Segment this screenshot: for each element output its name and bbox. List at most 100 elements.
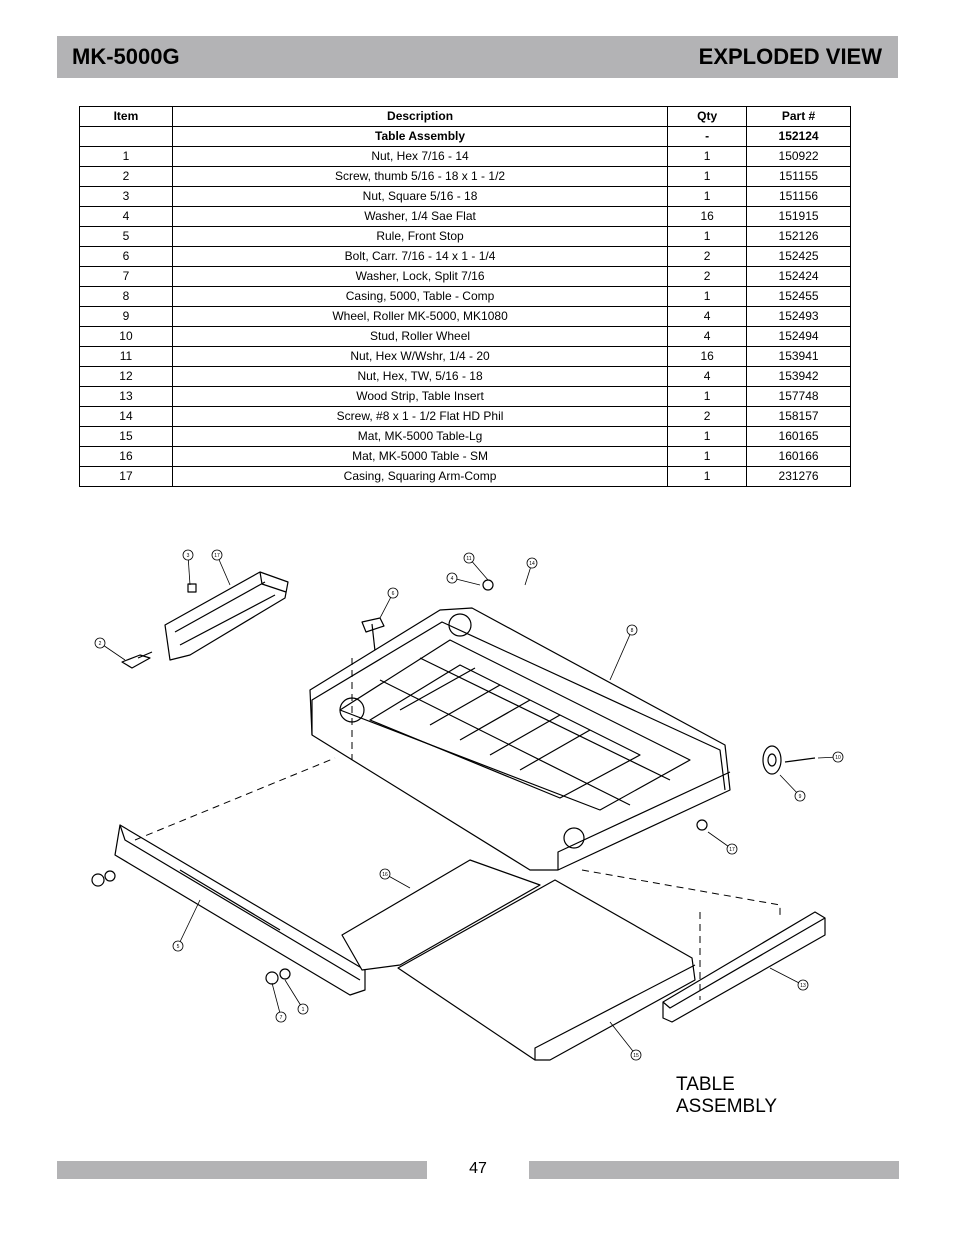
callout-leader (271, 982, 282, 1018)
description-cell: Wood Strip, Table Insert (171, 386, 669, 407)
section-title: EXPLODED VIEW (698, 44, 882, 69)
model-title: MK-5000G (72, 44, 180, 69)
part-number-cell: 151156 (746, 186, 851, 207)
callout-number: 15 (633, 1053, 639, 1059)
item-cell: 11 (79, 346, 173, 367)
callout-leader (769, 967, 804, 986)
table-row: Table Assembly-152124 (79, 126, 851, 147)
item-cell: 10 (79, 326, 173, 347)
qty-cell: 1 (667, 386, 748, 407)
part-number-cell: 231276 (746, 466, 851, 487)
callout-number: 6 (392, 591, 395, 597)
callout-number: 14 (529, 561, 535, 567)
part-number-cell: 152455 (746, 286, 851, 307)
item-cell: 13 (79, 386, 173, 407)
description-cell: Bolt, Carr. 7/16 - 14 x 1 - 1/4 (171, 246, 669, 267)
callout-number: 1 (302, 1007, 305, 1013)
table-header-row: Item Description Qty Part # (79, 106, 851, 127)
callout-balloon (526, 557, 538, 569)
part-number-cell: 153942 (746, 366, 851, 387)
qty-cell: 16 (667, 346, 748, 367)
table-mat-large (397, 879, 696, 1061)
description-cell: Nut, Square 5/16 - 18 (171, 186, 669, 207)
description-cell: Stud, Roller Wheel (171, 326, 669, 347)
description-cell: Washer, 1/4 Sae Flat (171, 206, 669, 227)
qty-cell: 2 (667, 406, 748, 427)
part-number-cell: 152126 (746, 226, 851, 247)
description-cell: Screw, #8 x 1 - 1/2 Flat HD Phil (171, 406, 669, 427)
footer-bar-left (57, 1161, 427, 1179)
qty-cell: 4 (667, 306, 748, 327)
part-number-cell: 152493 (746, 306, 851, 327)
callout-number: 13 (800, 983, 806, 989)
part-number-cell: 158157 (746, 406, 851, 427)
column-header-item: Item (79, 106, 173, 127)
part-number-cell: 157748 (746, 386, 851, 407)
callout-leader (609, 1021, 637, 1056)
part-number-cell: 152494 (746, 326, 851, 347)
callout-number: 17 (729, 847, 735, 853)
callout-balloon (630, 1049, 642, 1061)
description-cell: Nut, Hex, TW, 5/16 - 18 (171, 366, 669, 387)
callout-number: 8 (631, 628, 634, 634)
part-number-cell: 151155 (746, 166, 851, 187)
item-cell: 8 (79, 286, 173, 307)
qty-cell: 4 (667, 326, 748, 347)
qty-cell: 2 (667, 246, 748, 267)
wood-strip (662, 911, 826, 1023)
callout-balloon (94, 637, 106, 649)
item-cell: 16 (79, 446, 173, 467)
item-cell: 17 (79, 466, 173, 487)
item-cell: 9 (79, 306, 173, 327)
item-cell: 15 (79, 426, 173, 447)
callout-balloon (275, 1011, 287, 1023)
callout-leader (284, 979, 304, 1010)
qty-cell: 1 (667, 466, 748, 487)
callout-balloon (387, 587, 399, 599)
qty-cell: 16 (667, 206, 748, 227)
part-number-cell: 150922 (746, 146, 851, 167)
item-cell: 12 (79, 366, 173, 387)
header-bar: MK-5000G EXPLODED VIEW (57, 36, 898, 78)
description-cell: Mat, MK-5000 Table-Lg (171, 426, 669, 447)
part-number-cell: 160166 (746, 446, 851, 467)
part-number-cell: 151915 (746, 206, 851, 227)
description-cell: Nut, Hex W/Wshr, 1/4 - 20 (171, 346, 669, 367)
part-number-cell: 152124 (746, 126, 851, 147)
description-cell: Mat, MK-5000 Table - SM (171, 446, 669, 467)
qty-cell: 1 (667, 186, 748, 207)
item-cell (79, 126, 173, 147)
footer-bar-right (529, 1161, 899, 1179)
callout-balloon (463, 552, 475, 564)
description-cell: Screw, thumb 5/16 - 18 x 1 - 1/2 (171, 166, 669, 187)
item-cell: 6 (79, 246, 173, 267)
item-cell: 7 (79, 266, 173, 287)
column-header-part: Part # (746, 106, 851, 127)
callout-number: 4 (451, 576, 454, 582)
callout-balloon (297, 1003, 309, 1015)
callout-balloon (182, 549, 194, 561)
description-cell: Table Assembly (171, 126, 669, 147)
callout-balloon (172, 940, 184, 952)
squaring-arm-casing (164, 571, 289, 661)
callout-number: 3 (187, 553, 190, 559)
callout-balloon (626, 624, 638, 636)
callout-balloon (797, 979, 809, 991)
page-number: 47 (469, 1160, 487, 1177)
item-cell: 3 (79, 186, 173, 207)
description-cell: Casing, Squaring Arm-Comp (171, 466, 669, 487)
qty-cell: 1 (667, 286, 748, 307)
assembly-label: TABLE ASSEMBLY (676, 1074, 816, 1118)
callout-balloon (446, 572, 458, 584)
table-casing (309, 607, 731, 871)
